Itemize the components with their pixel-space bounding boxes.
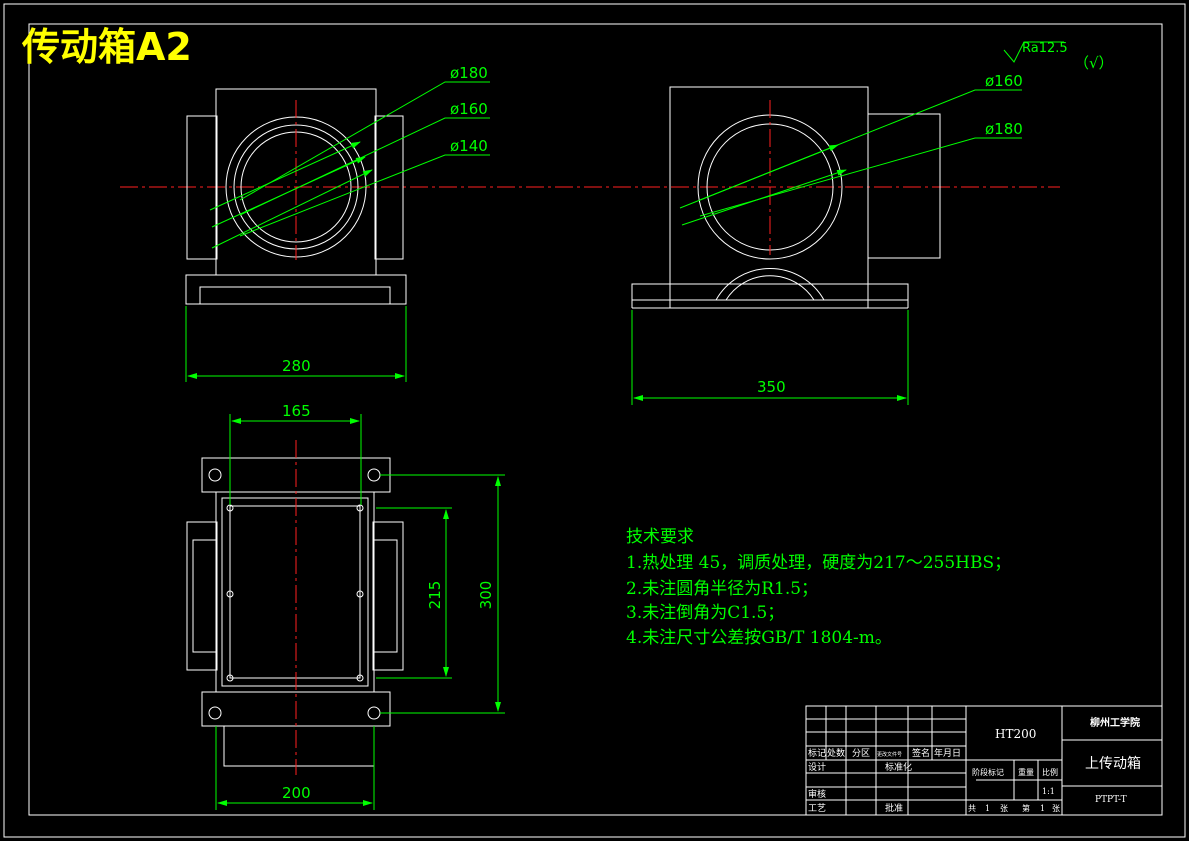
- tb-approve: 批准: [885, 802, 903, 814]
- tb-standard: 标准化: [885, 761, 912, 773]
- title-block: 标记 处数 分区 更改文件号 签名 年月日 设计 标准化 审核 工艺 批准 HT…: [805, 705, 1163, 816]
- tb-sheet: 张: [1000, 804, 1008, 813]
- top-dim-200: 200: [282, 784, 311, 802]
- top-dim-215: 215: [426, 581, 444, 610]
- tb-process: 工艺: [808, 803, 826, 814]
- notes-heading: 技术要求: [626, 527, 694, 547]
- side-dia-180: ø180: [985, 120, 1023, 138]
- side-dia-160: ø160: [985, 72, 1023, 90]
- tb-design: 设计: [808, 761, 826, 773]
- tb-row-label-4: 更改文件号: [877, 751, 902, 758]
- tb-sheet-label: 第: [1022, 803, 1030, 813]
- tb-review: 审核: [808, 788, 826, 800]
- front-dia-180: ø180: [450, 64, 488, 82]
- inner-border: [28, 23, 1163, 816]
- tb-scale: 1:1: [1042, 787, 1055, 796]
- tb-drawing-no: PTPT-T: [1095, 795, 1127, 805]
- tb-sheet-unit: 张: [1052, 804, 1060, 813]
- front-view: 280 ø180 ø160 ø140: [185, 64, 490, 382]
- top-dim-300: 300: [477, 581, 495, 610]
- front-dia-140: ø140: [450, 137, 488, 155]
- tb-row-label-2: 处数: [827, 747, 845, 759]
- tb-total: 共: [968, 804, 976, 813]
- front-width-dim: 280: [282, 357, 311, 375]
- tb-material: HT200: [995, 727, 1036, 741]
- side-width-dim: 350: [757, 378, 786, 396]
- tb-part-name: 上传动箱: [1085, 756, 1141, 772]
- tb-scale-label: 比例: [1042, 767, 1058, 777]
- note-line-4: 4.未注尺寸公差按GB/T 1804-m。: [626, 628, 892, 648]
- front-dia-160: ø160: [450, 100, 488, 118]
- note-line-2: 2.未注圆角半径为R1.5；: [626, 579, 818, 599]
- technical-notes: 技术要求 1.热处理 45，调质处理，硬度为217～255HBS； 2.未注圆角…: [626, 527, 1011, 648]
- top-dim-165: 165: [282, 402, 311, 420]
- tb-row-label-1: 标记: [808, 747, 826, 759]
- tb-stage-label: 阶段标记: [972, 767, 1004, 777]
- tb-row-label-5: 签名: [912, 747, 930, 759]
- roughness-value: Ra12.5: [1022, 41, 1068, 56]
- note-line-1: 1.热处理 45，调质处理，硬度为217～255HBS；: [626, 553, 1011, 573]
- tb-total-n: 1: [985, 804, 990, 813]
- tb-row-label-3: 分区: [852, 748, 870, 759]
- top-view: 165 215 300 200: [186, 402, 505, 810]
- note-line-3: 3.未注倒角为C1.5；: [626, 603, 784, 623]
- outer-border: [3, 3, 1186, 838]
- drawing-title: 传动箱A2: [21, 25, 192, 69]
- tb-mass-label: 重量: [1018, 767, 1034, 777]
- side-view: 350 ø160 ø180: [631, 72, 1023, 405]
- tb-sheet-n: 1: [1040, 804, 1045, 813]
- roughness-symbol: Ra12.5 （√）: [1003, 41, 1114, 72]
- tb-row-label-6: 年月日: [934, 747, 961, 759]
- tb-school: 柳州工学院: [1090, 716, 1140, 729]
- roughness-paren: （√）: [1074, 54, 1114, 72]
